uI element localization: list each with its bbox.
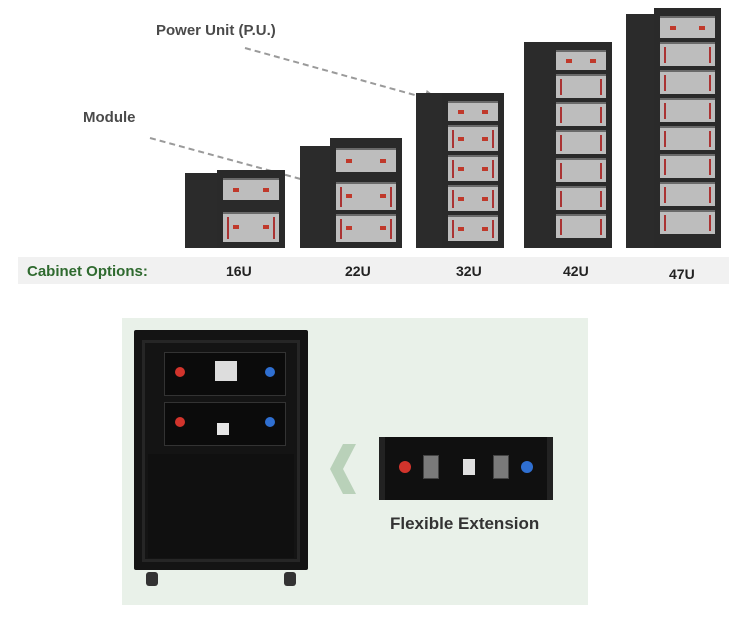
wheel bbox=[146, 572, 158, 586]
size-label-22u: 22U bbox=[345, 263, 371, 279]
size-label-16u: 16U bbox=[226, 263, 252, 279]
cabinet-options-label: Cabinet Options: bbox=[27, 263, 148, 280]
cabinet-47u bbox=[626, 8, 721, 248]
power-unit-module bbox=[164, 352, 286, 396]
cabinet-options-bar: Cabinet Options: bbox=[18, 257, 729, 284]
rack-cabinet-photo bbox=[134, 330, 308, 586]
positive-terminal-knob bbox=[521, 461, 533, 473]
flexible-extension-caption: Flexible Extension bbox=[390, 514, 540, 533]
size-label-47u: 47U bbox=[669, 266, 695, 282]
size-label-42u: 42U bbox=[563, 263, 589, 279]
module-callout: Module bbox=[83, 109, 136, 126]
size-label-32u: 32U bbox=[456, 263, 482, 279]
cabinet-16u bbox=[185, 170, 285, 248]
display-screen bbox=[215, 361, 237, 381]
power-unit-arrow bbox=[244, 47, 444, 106]
negative-terminal-knob bbox=[399, 461, 411, 473]
battery-module bbox=[164, 402, 286, 446]
cabinet-42u bbox=[524, 42, 612, 248]
extension-module-photo bbox=[379, 437, 553, 500]
wheel bbox=[284, 572, 296, 586]
chevron-left-icon bbox=[330, 444, 356, 494]
cabinet-32u bbox=[416, 93, 504, 248]
cabinet-22u bbox=[300, 138, 402, 248]
power-unit-callout: Power Unit (P.U.) bbox=[156, 22, 276, 39]
